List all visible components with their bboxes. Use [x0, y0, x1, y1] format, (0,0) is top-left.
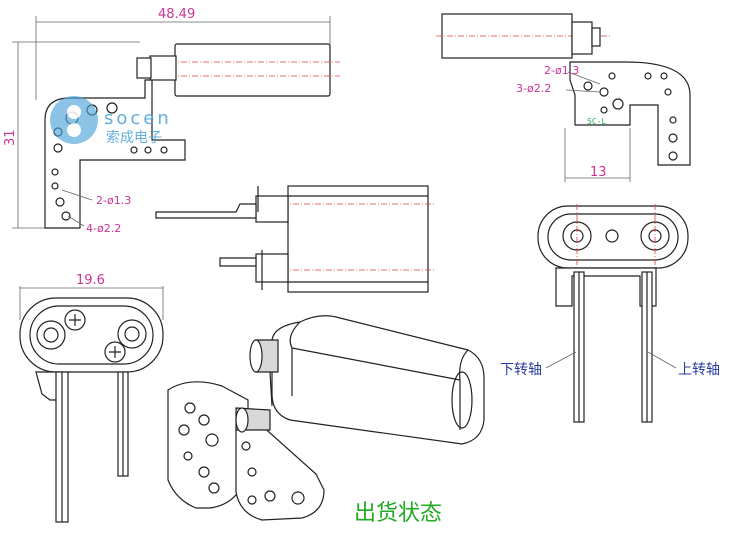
label-lower-shaft: 下转轴: [500, 362, 542, 378]
label-upper-shaft: 上转轴: [678, 362, 720, 378]
dim-width-top: 48.49: [158, 7, 195, 22]
dim-height-left: 31: [3, 129, 18, 146]
top-right-view: SC-L 2-ø1.3 3-ø2.2 13: [436, 13, 691, 182]
dim-width-right: 13: [590, 165, 607, 180]
center-side-view: [155, 185, 436, 293]
part-mark: SC-L: [587, 117, 606, 126]
socen-logo: socen 索成电子: [50, 96, 172, 146]
shipping-state-caption: 出货状态: [354, 501, 442, 526]
logo-text: socen: [104, 108, 172, 129]
bottom-left-end-view: 19.6: [19, 273, 164, 523]
bottom-right-end-view: 下转轴 上转轴: [500, 204, 720, 423]
hole-label-left-large: 4-ø2.2: [86, 222, 121, 235]
isometric-sketch: [167, 315, 485, 521]
hole-label-right-large: 3-ø2.2: [516, 82, 551, 95]
hole-label-left-small: 2-ø1.3: [96, 194, 131, 207]
hole-label-right-small: 2-ø1.3: [544, 64, 579, 77]
top-left-view: 48.49 31 2-ø1.3 4-ø2.2: [3, 7, 340, 235]
dim-width-bottom-left: 19.6: [76, 273, 105, 288]
logo-chinese: 索成电子: [106, 129, 162, 146]
